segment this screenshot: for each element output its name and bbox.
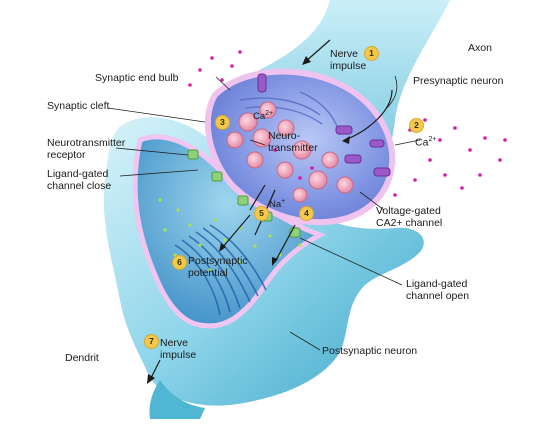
axon-label: Axon [468,42,492,54]
calcium-top-text: Ca [253,111,266,123]
calcium-top-charge: 2+ [265,110,274,117]
neurotransmitter-receptor-label: Neurotransmitter receptor [47,137,126,161]
voltage-gated-channels [257,73,391,177]
dendrite-shape [149,380,205,419]
nerve-impulse-bottom-label: Nerve impulse [160,337,197,361]
sodium-text: Na [269,199,282,211]
dendrit-label: Dendrit [65,352,99,364]
calcium-top-label: Ca2+ [253,108,273,123]
nerve-impulse-top-label: Nerve impulse [330,48,367,72]
vesicles [226,101,354,203]
postsynaptic-potential-label: Postsynaptic potential [188,255,248,279]
calcium-right-text: Ca [415,136,429,149]
synaptic-end-bulb-label: Synaptic end bulb [95,72,179,84]
sodium-ions [158,198,302,272]
step-badge-5: 5 [254,206,269,221]
calcium-right-label: Ca2+ [415,134,436,149]
synaptic-cleft-label: Synaptic cleft [47,100,110,112]
neurotransmitter-label: Neuro- transmitter [268,130,318,154]
leader-lines [107,75,421,351]
sodium-label: Na+ [269,196,285,211]
process-arrows [149,39,393,381]
step-badge-3: 3 [215,115,230,130]
arrow-heads [147,56,350,384]
ligand-gated-close-label: Ligand-gated channel close [47,168,112,192]
voltage-gated-label: Voltage-gated CA2+ channel [376,205,443,229]
step-badge-2: 2 [409,118,424,133]
sodium-charge: + [281,198,286,205]
step-badge-6: 6 [172,255,187,270]
cytoskeleton-lines [174,224,267,316]
step-badge-7: 7 [144,334,159,349]
ligand-gated-open-label: Ligand-gated channel open [406,278,470,302]
step-badge-1: 1 [364,46,379,61]
calcium-right-charge: 2+ [428,136,437,143]
presynaptic-neuron-label: Presynaptic neuron [413,75,504,87]
step-badge-4: 4 [299,206,314,221]
postsynaptic-neuron-label: Postsynaptic neuron [322,345,418,357]
